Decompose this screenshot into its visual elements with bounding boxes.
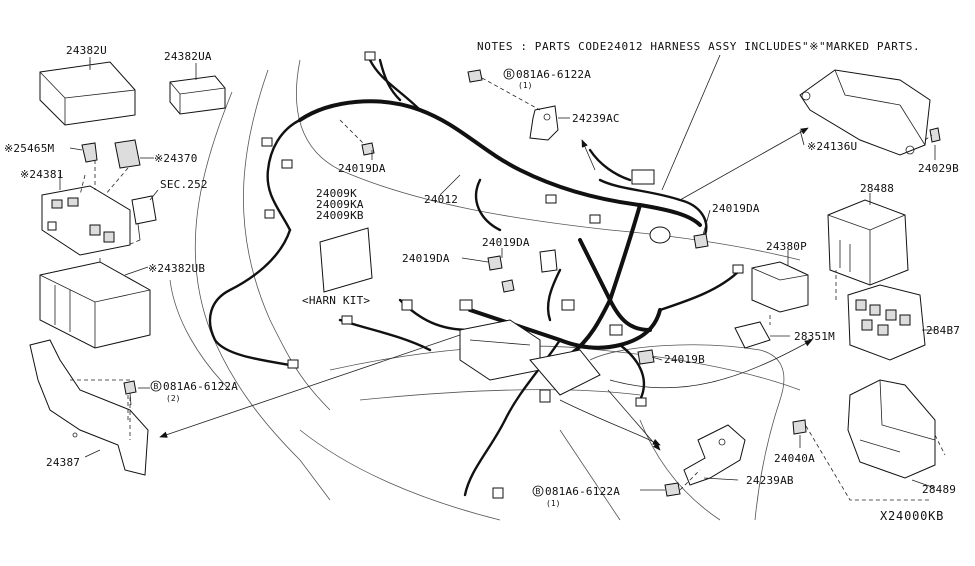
main-harness-24012 bbox=[208, 58, 742, 497]
left-dashed-guides bbox=[70, 60, 141, 440]
diagram-code: X24000KB bbox=[880, 509, 944, 523]
bolt-bottom-b-mark: B bbox=[536, 487, 541, 496]
bracket-24387 bbox=[29, 339, 149, 476]
bolt-top-callout: B 081A6-6122A (1) bbox=[503, 68, 591, 90]
label-24382UA: 24382UA bbox=[164, 50, 212, 63]
label-24387: 24387 bbox=[46, 456, 80, 469]
grommet-24019B bbox=[637, 349, 655, 365]
harn-kit-card bbox=[319, 227, 373, 293]
label-bolt-bottom-qty: (1) bbox=[546, 499, 560, 508]
label-bolt-left: 081A6-6122A bbox=[163, 380, 238, 393]
label-24029B: 24029B bbox=[918, 162, 959, 175]
left-bolt bbox=[123, 380, 137, 406]
callout-arrows bbox=[159, 54, 813, 451]
fuse-block-24381 bbox=[41, 185, 131, 256]
label-24239AC: 24239AC bbox=[572, 112, 620, 125]
label-24239AB: 24239AB bbox=[746, 474, 794, 487]
fuse-box-case-24382UB bbox=[39, 261, 151, 349]
bolt-top-b-mark: B bbox=[507, 70, 512, 79]
label-24040A: 24040A bbox=[774, 452, 815, 465]
label-24380P: 24380P bbox=[766, 240, 807, 253]
label-24019DA-right: 24019DA bbox=[712, 202, 760, 215]
label-24136U: ※24136U bbox=[807, 140, 857, 153]
bolt-left-callout: B 081A6-6122A (2) bbox=[150, 380, 238, 403]
label-24381: ※24381 bbox=[20, 168, 64, 181]
label-24019B: 24019B bbox=[664, 353, 705, 366]
vehicle-body-outline bbox=[169, 59, 801, 521]
label-24009KB: 24009KB bbox=[316, 209, 364, 222]
label-24019DA-mid: 24019DA bbox=[482, 236, 530, 249]
engine-compartment-box bbox=[459, 319, 601, 396]
bolt-bottom-callout: B 081A6-6122A (1) bbox=[532, 485, 620, 508]
relay-box-24382UA bbox=[169, 75, 226, 115]
label-24382U: 24382U bbox=[66, 44, 107, 57]
label-24009K: 24009K bbox=[316, 187, 357, 200]
bolt-left-b-mark: B bbox=[154, 382, 159, 391]
relay-28488 bbox=[827, 199, 909, 286]
clip-24029B bbox=[929, 127, 941, 143]
clips-24019DA bbox=[339, 119, 709, 293]
bracket-24239AC bbox=[529, 105, 559, 141]
bracket-24239AB bbox=[683, 424, 746, 486]
relay-24380P bbox=[751, 261, 809, 313]
label-bolt-top: 081A6-6122A bbox=[516, 68, 591, 81]
bolt-24040A bbox=[792, 419, 807, 435]
label-25465M: ※25465M bbox=[4, 142, 55, 155]
bracket-28489 bbox=[847, 379, 936, 479]
label-bolt-bottom: 081A6-6122A bbox=[545, 485, 620, 498]
label-bolt-top-qty: (1) bbox=[518, 81, 532, 90]
label-284B7: 284B7 bbox=[926, 324, 960, 337]
relay-24370 bbox=[114, 139, 141, 169]
label-28488: 28488 bbox=[860, 182, 894, 195]
label-harn-kit: <HARN KIT> bbox=[302, 294, 370, 307]
label-28489: 28489 bbox=[922, 483, 956, 496]
right-dashed-guides bbox=[769, 134, 946, 501]
label-24382UB: ※24382UB bbox=[148, 262, 205, 275]
fuse-25465M bbox=[81, 142, 98, 163]
label-bolt-left-qty: (2) bbox=[166, 394, 180, 403]
label-24009KA: 24009KA bbox=[316, 198, 364, 211]
fuse-28351M bbox=[734, 321, 771, 349]
bolt-bottom bbox=[664, 469, 701, 497]
leader-lines bbox=[59, 57, 936, 491]
label-24019DA-left: 24019DA bbox=[402, 252, 450, 265]
label-sec252: SEC.252 bbox=[160, 178, 208, 191]
relay-box-cover-24382U bbox=[39, 61, 136, 126]
label-24012: 24012 bbox=[424, 193, 458, 206]
label-24019DA-top: 24019DA bbox=[338, 162, 386, 175]
ipdm-284B7 bbox=[847, 284, 926, 361]
harness-connectors bbox=[261, 51, 744, 499]
ipdm-cover-24136U bbox=[799, 69, 931, 156]
parts-note: NOTES : PARTS CODE24012 HARNESS ASSY INC… bbox=[477, 40, 920, 53]
label-28351M: 28351M bbox=[794, 330, 835, 343]
relay-sec252 bbox=[131, 195, 157, 241]
label-24370: ※24370 bbox=[154, 152, 198, 165]
bolt-top bbox=[467, 69, 541, 111]
